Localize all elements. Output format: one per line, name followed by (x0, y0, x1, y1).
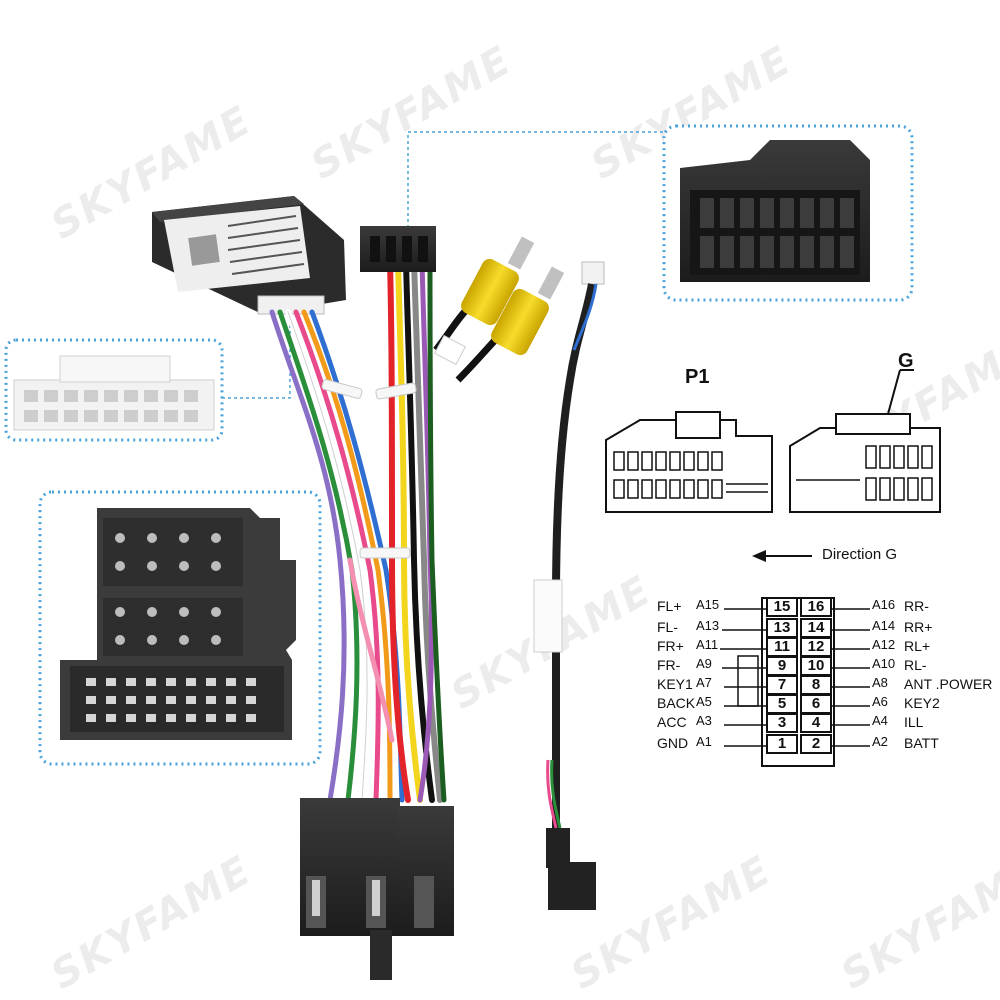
callout-iso-connector (38, 490, 322, 766)
pin-left-number: 1 (766, 734, 798, 754)
g-label: G (898, 350, 914, 372)
pin-right-number: 10 (800, 656, 832, 676)
pin-right-code: A16 (872, 597, 896, 612)
pin-right-code: A14 (872, 618, 896, 633)
pin-left-number: 5 (766, 694, 798, 714)
usb-cable (533, 261, 605, 910)
pin-left-label: FR+ (657, 638, 684, 654)
pin-block-outline (761, 597, 835, 767)
g-connector-drawing (789, 369, 941, 513)
wire-bundle (269, 259, 447, 803)
pin-right-number: 8 (800, 675, 832, 695)
pin-right-code: A8 (872, 675, 888, 690)
pin-right-label: ILL (904, 714, 924, 730)
pin-right-label: BATT (904, 735, 939, 751)
pin-right-label: ANT .POWER (904, 676, 993, 692)
pin-left-number: 13 (766, 618, 798, 638)
pin-right-code: A12 (872, 637, 896, 652)
pin-right-label: RR+ (904, 619, 933, 635)
pin-right-label: RL+ (904, 638, 931, 654)
pin-left-code: A1 (696, 734, 712, 749)
decoder-box (152, 196, 346, 315)
pin-right-number: 6 (800, 694, 832, 714)
pin-left-code: A7 (696, 675, 712, 690)
pin-left-number: 3 (766, 713, 798, 733)
pin-left-number: 9 (766, 656, 798, 676)
pin-left-label: FR- (657, 657, 681, 673)
pin-left-label: KEY1 (657, 676, 693, 692)
pin-right-code: A2 (872, 734, 888, 749)
pin-right-label: KEY2 (904, 695, 940, 711)
pin-left-code: A3 (696, 713, 712, 728)
pin-left-label: GND (657, 735, 689, 751)
pin-left-number: 11 (766, 637, 798, 657)
pin-right-number: 4 (800, 713, 832, 733)
rca-plugs (433, 236, 565, 383)
pin-left-number: 15 (766, 597, 798, 617)
pin-left-code: A11 (696, 637, 719, 652)
bottom-connectors (300, 798, 454, 980)
pin-right-number: 14 (800, 618, 832, 638)
pin-left-label: FL+ (657, 598, 682, 614)
callout-white-connector (4, 338, 224, 442)
pin-right-code: A10 (872, 656, 896, 671)
direction-label: Direction G (822, 546, 898, 563)
pin-left-label: BACK (657, 695, 696, 711)
pin-right-number: 12 (800, 637, 832, 657)
pin-right-number: 16 (800, 597, 832, 617)
pin-right-number: 2 (800, 734, 832, 754)
pin-right-code: A6 (872, 694, 888, 709)
pin-left-code: A13 (696, 618, 720, 633)
pin-left-code: A5 (696, 694, 712, 709)
pin-left-code: A9 (696, 656, 712, 671)
pin-right-code: A4 (872, 713, 888, 728)
p1-connector-drawing (605, 411, 773, 513)
callout-top-connector (662, 124, 914, 302)
pin-left-code: A15 (696, 597, 720, 612)
p1-label: P1 (685, 366, 710, 388)
pin-left-number: 7 (766, 675, 798, 695)
direction-arrow (752, 550, 812, 562)
pin-right-label: RL- (904, 657, 927, 673)
pin-leader-lines (720, 608, 870, 747)
pin-right-label: RR- (904, 598, 929, 614)
pin-left-label: ACC (657, 714, 687, 730)
pin-left-label: FL- (657, 619, 678, 635)
